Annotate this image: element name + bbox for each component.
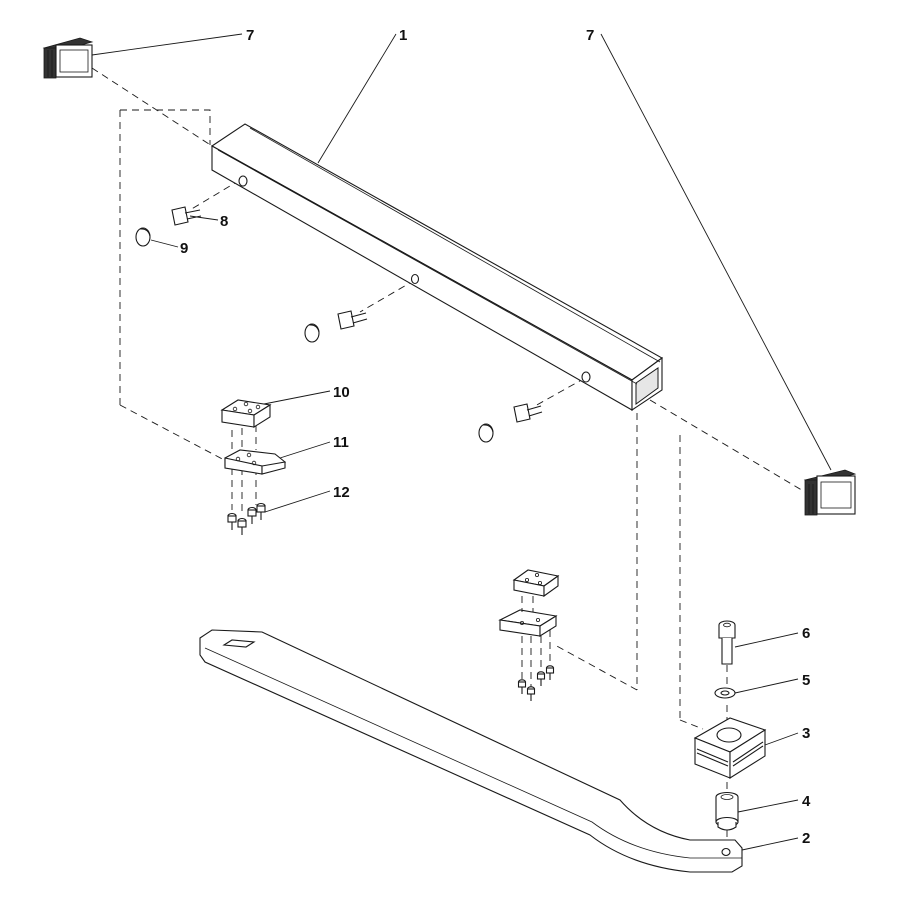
plug-3	[478, 423, 494, 443]
label-part-7-right: 7	[586, 27, 594, 44]
label-part-6: 6	[802, 625, 810, 642]
assembly-lines	[91, 67, 806, 850]
bushing-part-4	[715, 791, 739, 831]
label-part-12: 12	[333, 484, 350, 501]
bracket-assembly-right	[498, 569, 560, 701]
label-part-11: 11	[333, 434, 349, 451]
leader-lines	[91, 33, 832, 851]
end-cap-right-part-7	[803, 469, 857, 516]
part-labels: 7 1 7 8 9 10 11 12 6 5 3 4 2	[180, 27, 811, 847]
plug-part-9	[135, 227, 151, 247]
label-part-9: 9	[180, 240, 188, 257]
plug-2	[304, 323, 320, 343]
label-part-2: 2	[802, 830, 810, 847]
arm-part-2	[199, 629, 743, 873]
plate-part-10	[220, 399, 272, 428]
bolts-part-12	[227, 502, 266, 535]
square-tube-part-1	[210, 123, 664, 412]
end-cap-left-part-7	[42, 37, 94, 79]
label-part-8: 8	[220, 213, 228, 230]
screw-2	[337, 310, 368, 330]
screw-3	[513, 403, 543, 423]
screw-part-8	[171, 206, 202, 226]
label-part-4: 4	[802, 793, 811, 810]
washer-part-5	[714, 687, 736, 699]
label-part-10: 10	[333, 384, 350, 401]
plate-part-11	[224, 449, 287, 475]
guide-block-part-3	[693, 717, 767, 779]
label-part-1: 1	[399, 27, 407, 44]
label-part-5: 5	[802, 672, 810, 689]
label-part-7-left: 7	[246, 27, 254, 44]
label-part-3: 3	[802, 725, 810, 742]
bolt-part-6	[718, 620, 736, 665]
